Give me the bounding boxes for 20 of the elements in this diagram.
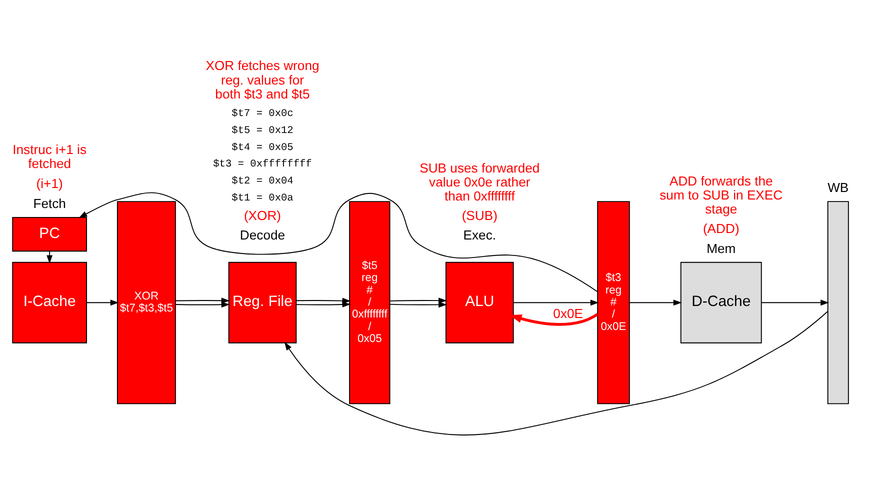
label: ADD forwards the sum to SUB in EXEC stage: [660, 172, 783, 216]
label: $t2 = 0x04: [232, 175, 294, 188]
label: $t1 = 0x0a: [232, 192, 294, 204]
label: (ADD): [702, 220, 740, 236]
label: WB: [828, 179, 849, 194]
label: (SUB): [462, 207, 498, 222]
label: Exec.: [463, 227, 496, 242]
label: SUB uses forwarded value 0x0e rather than 0xffffffff: [420, 160, 540, 203]
label: Decode: [240, 227, 286, 242]
edge-label: 0x0E: [553, 305, 584, 320]
label: $t5 = 0x12: [232, 124, 294, 137]
label: XOR fetches wrong reg. values for both $t3 and $t5: [206, 58, 320, 101]
label: (i+1): [36, 176, 63, 191]
label: $t3 = 0xffffffff: [213, 158, 312, 170]
label: (XOR): [244, 207, 282, 222]
label: Instruc i+1 is fetched: [12, 141, 87, 171]
label: Mem: [706, 240, 736, 256]
label: $t4 = 0x05: [232, 141, 294, 154]
label: Fetch: [33, 195, 66, 210]
label: $t7 = 0x0c: [232, 108, 294, 120]
